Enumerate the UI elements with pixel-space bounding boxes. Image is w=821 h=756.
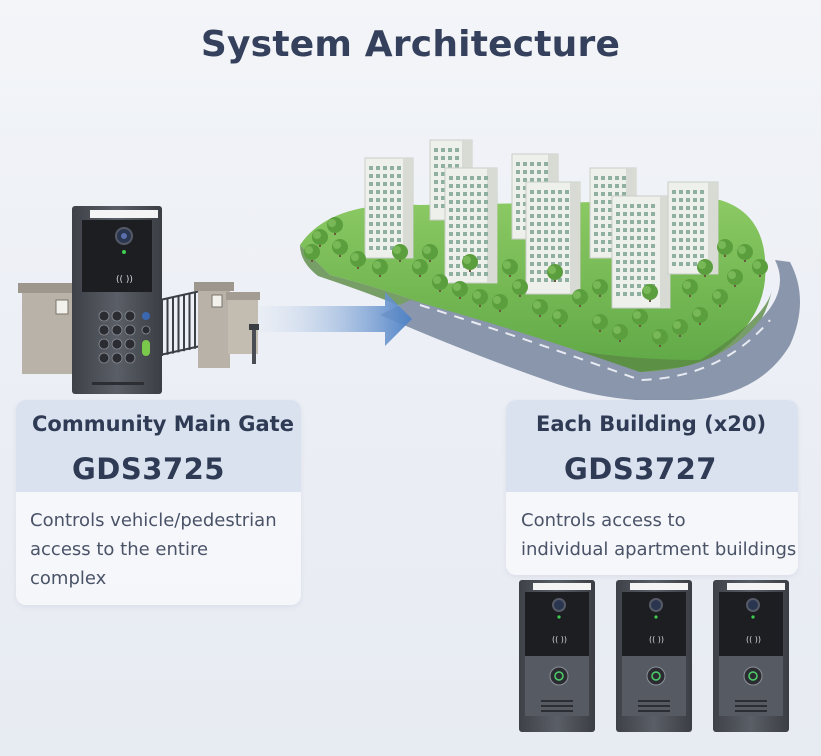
- nfc-icon: (( )): [116, 275, 133, 285]
- gds3725-device: (( )): [72, 206, 162, 394]
- building-card-header: Each Building (x20) GDS3727: [506, 400, 798, 492]
- tree: [717, 239, 733, 257]
- tree: [592, 279, 608, 297]
- tree: [452, 281, 468, 299]
- tree: [350, 251, 366, 269]
- tree: [327, 217, 343, 235]
- camera-icon: [552, 598, 566, 612]
- gate-description-line: Controls vehicle/pedestrian: [30, 510, 277, 531]
- tree: [512, 279, 528, 297]
- tree: [502, 259, 518, 277]
- apartment-complex: [300, 139, 800, 401]
- call-button-icon: [549, 666, 569, 686]
- tree: [422, 244, 438, 262]
- led-indicator-icon: [122, 250, 126, 254]
- camera-icon: [649, 598, 663, 612]
- gate-description-line: access to the entire: [30, 539, 209, 560]
- building-description-line: Controls access to: [521, 510, 686, 531]
- led-indicator-icon: [751, 615, 755, 619]
- tree: [432, 274, 448, 292]
- road: [380, 260, 800, 401]
- apartment-tower: [611, 195, 671, 309]
- tree: [737, 244, 753, 262]
- tree: [412, 259, 428, 277]
- tree: [712, 289, 728, 307]
- keypad-icon: [98, 310, 151, 364]
- gate-model: GDS3725: [72, 452, 225, 486]
- tree: [652, 329, 668, 347]
- tree: [332, 239, 348, 257]
- tree: [612, 324, 628, 342]
- call-button-icon: [646, 666, 666, 686]
- gate-description: Controls vehicle/pedestrian access to th…: [30, 506, 300, 593]
- tree: [552, 309, 568, 327]
- tree: [727, 269, 743, 287]
- tree: [682, 279, 698, 297]
- tree: [462, 254, 478, 272]
- apartment-tower: [667, 181, 719, 275]
- building-title: Each Building (x20): [536, 412, 767, 436]
- led-indicator-icon: [654, 615, 658, 619]
- call-button-icon: [743, 666, 763, 686]
- page-title: System Architecture: [200, 24, 621, 65]
- arrow-icon: [255, 292, 412, 346]
- tree: [572, 289, 588, 307]
- building-card: Each Building (x20) GDS3727 Controls acc…: [506, 400, 798, 575]
- apartment-tower: [525, 181, 581, 295]
- tree: [472, 289, 488, 307]
- tree: [642, 284, 658, 302]
- tree: [532, 299, 548, 317]
- tree: [492, 294, 508, 312]
- apartment-tower: [444, 167, 498, 284]
- gate-card: Community Main Gate GDS3725 Controls veh…: [16, 400, 301, 605]
- tree: [547, 264, 563, 282]
- camera-icon: [746, 598, 760, 612]
- tree: [697, 259, 713, 277]
- nfc-icon: (( )): [552, 635, 567, 644]
- tree: [592, 314, 608, 332]
- main-gate-scene: (( )): [18, 206, 260, 394]
- tree: [304, 244, 320, 262]
- gds3727-device: (( )): [519, 580, 595, 732]
- gds3727-device: (( )): [713, 580, 789, 732]
- gate-description-line: complex: [30, 568, 107, 589]
- nfc-icon: (( )): [649, 635, 664, 644]
- tree: [632, 309, 648, 327]
- tree: [752, 259, 768, 277]
- nfc-icon: (( )): [746, 635, 761, 644]
- building-model: GDS3727: [564, 452, 717, 486]
- tree: [692, 307, 708, 325]
- tree: [672, 319, 688, 337]
- building-description: Controls access to individual apartment …: [521, 506, 811, 564]
- gate-card-header: Community Main Gate GDS3725: [16, 400, 301, 492]
- apartment-tower: [364, 157, 414, 259]
- tree: [312, 229, 328, 247]
- gds3727-device: (( )): [616, 580, 692, 732]
- tree: [392, 244, 408, 262]
- building-description-line: individual apartment buildings: [521, 539, 797, 560]
- led-indicator-icon: [557, 615, 561, 619]
- tree: [372, 259, 388, 277]
- gate-title: Community Main Gate: [32, 412, 294, 436]
